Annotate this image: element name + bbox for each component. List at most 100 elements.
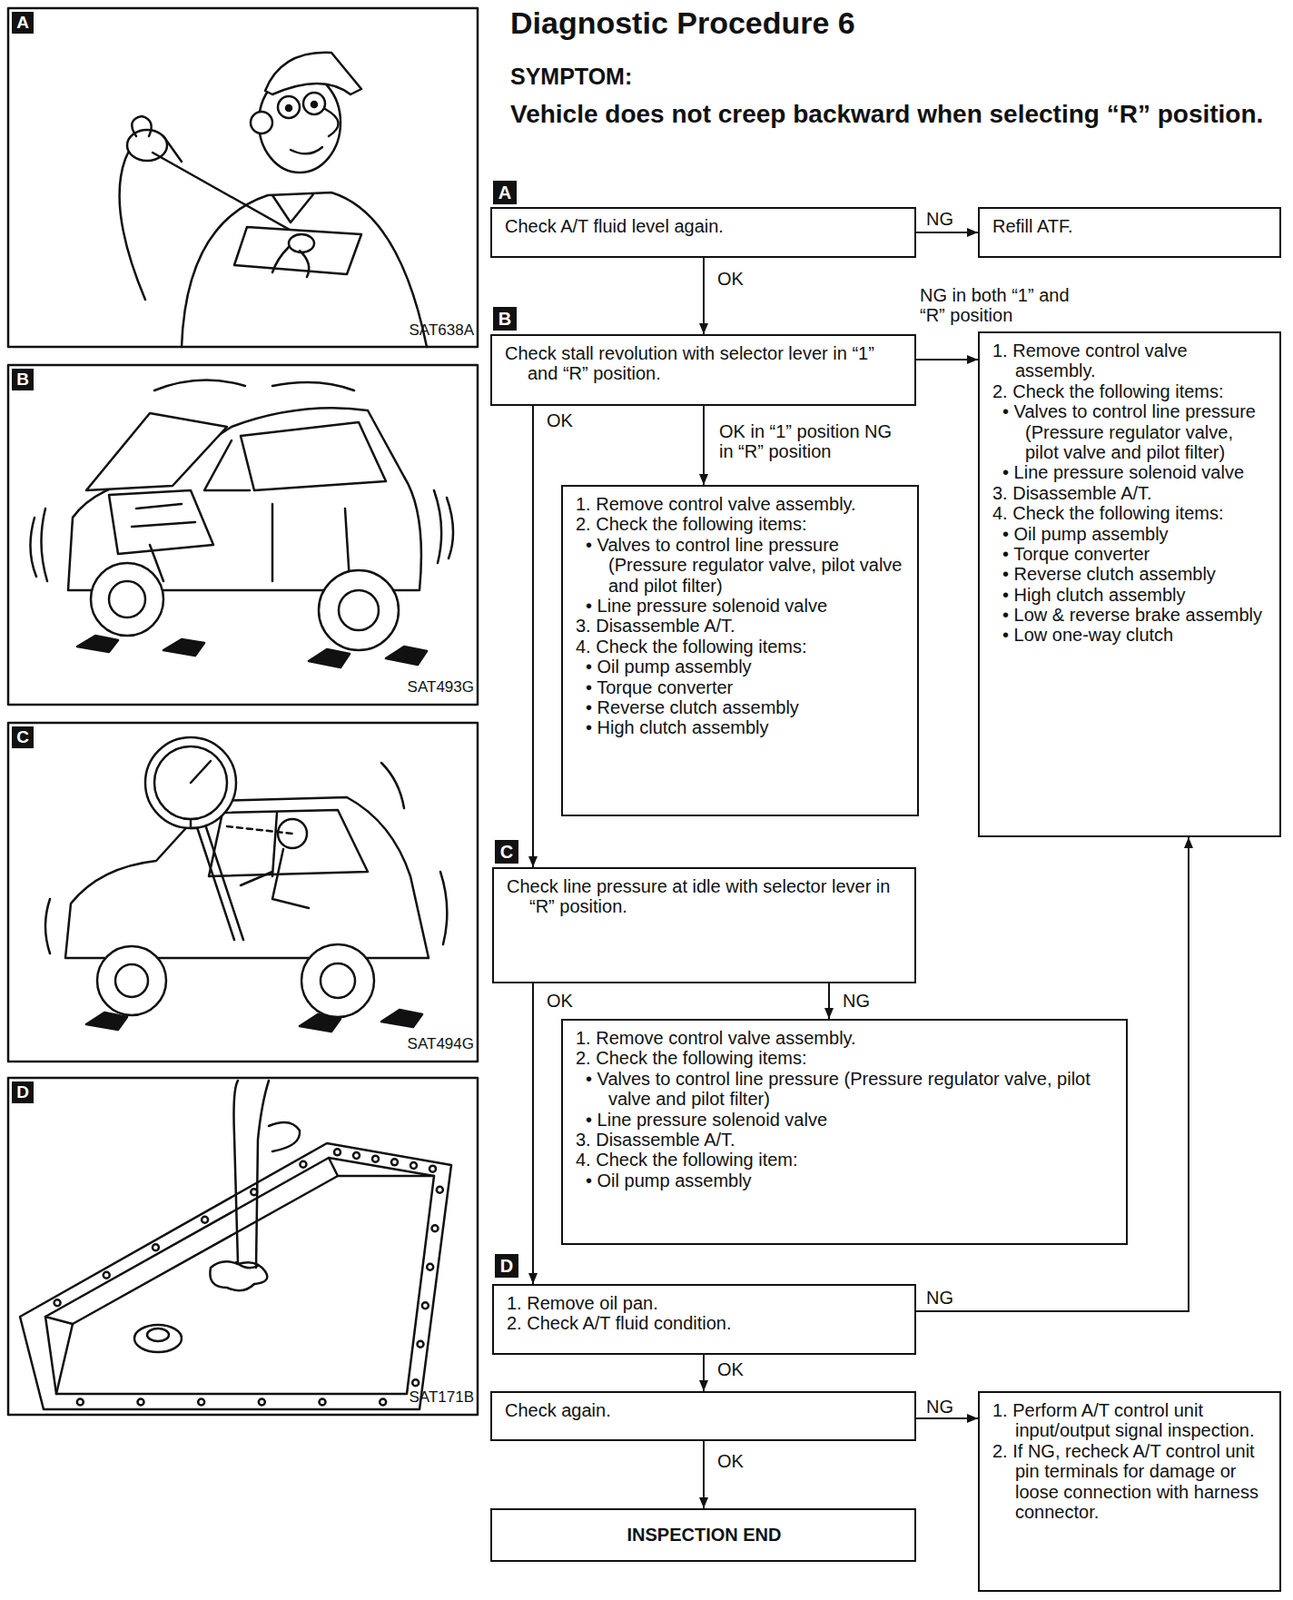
bolt-hole	[319, 1399, 326, 1406]
edge-label: OK	[544, 990, 575, 1011]
mechanic-figure	[286, 105, 292, 111]
car-on-stands	[272, 503, 350, 582]
bolt-hole	[334, 1148, 341, 1155]
process-box: Check stall revolution with selector lev…	[490, 334, 917, 406]
box-text: Check again.	[504, 1400, 904, 1421]
car-on-stands	[240, 422, 386, 491]
mechanic-figure	[311, 101, 317, 108]
box-text: • Valves to control line pressure (Press…	[1002, 401, 1269, 463]
mechanic-figure	[303, 92, 326, 115]
edge-label: NG	[840, 990, 872, 1011]
edge-label: OK	[715, 1450, 746, 1471]
box-text: 1. Remove control valve assembly.	[992, 340, 1269, 382]
car-on-stands	[318, 570, 399, 651]
car-on-stands	[29, 380, 454, 582]
oil-pan	[236, 1262, 258, 1268]
mechanic-figure	[250, 111, 273, 134]
step-letter: B	[493, 306, 517, 331]
figure-code: SAT494G	[381, 1035, 474, 1054]
mechanic-figure	[288, 234, 315, 253]
edge-label: OK in “1” position NG in “R” position	[717, 421, 896, 462]
box-text: 2. Check the following items:	[575, 1047, 1116, 1068]
edge-label: OK	[544, 410, 575, 431]
oil-pan	[234, 1080, 270, 1268]
mechanic-figure	[131, 116, 151, 137]
car-with-pressure-gauge	[320, 963, 356, 998]
bolt-hole	[258, 1399, 266, 1406]
box-text: 1. Perform A/T control unit input/output…	[992, 1400, 1269, 1442]
flow-arrow	[702, 1441, 705, 1509]
box-text: Refill ATF.	[992, 216, 1269, 237]
flow-arrow	[828, 983, 830, 1019]
bolt-hole	[353, 1152, 360, 1159]
oil-pan	[134, 1324, 182, 1353]
bolt-hole	[391, 1158, 398, 1165]
edge-label: NG	[924, 1396, 956, 1417]
oil-pan	[268, 1122, 300, 1152]
car-with-pressure-gauge	[208, 809, 368, 877]
car-on-stands	[90, 562, 164, 636]
flow-arrow	[532, 405, 534, 868]
car-on-stands	[338, 590, 379, 631]
box-text: • Oil pump assembly	[585, 1170, 1116, 1191]
process-box: Refill ATF.	[977, 207, 1282, 258]
box-text: • Oil pump assembly	[585, 656, 907, 677]
panel-frames	[8, 8, 478, 1415]
car-with-pressure-gauge	[195, 821, 235, 940]
car-with-pressure-gauge	[227, 826, 293, 834]
car-with-pressure-gauge	[190, 819, 198, 829]
bolt-hole	[372, 1155, 379, 1163]
step-letter: C	[11, 726, 34, 749]
oil-pan	[45, 1157, 435, 1394]
box-text: 3. Disassemble A/T.	[992, 483, 1269, 504]
title: Diagnostic Procedure 6	[510, 5, 856, 41]
symptom-heading: SYMPTOM:	[510, 63, 783, 90]
bolt-hole	[54, 1299, 61, 1306]
bolt-hole	[201, 1216, 208, 1224]
box-text: • Reverse clutch assembly	[585, 697, 907, 718]
box-text: 2. Check A/T fluid condition.	[506, 1312, 904, 1333]
process-box: 1. Remove oil pan.2. Check A/T fluid con…	[492, 1283, 917, 1355]
box-text: • Torque converter	[1002, 543, 1269, 564]
flow-arrow	[702, 405, 705, 485]
car-with-pressure-gauge	[204, 821, 244, 940]
step-letter: D	[494, 1253, 519, 1278]
box-text: 3. Disassemble A/T.	[575, 1129, 1116, 1150]
box-text: • Valves to control line pressure (Press…	[585, 534, 907, 596]
bolt-hole	[422, 1302, 429, 1309]
box-text: INSPECTION END	[626, 1524, 781, 1545]
box-text: • High clutch assembly	[585, 717, 907, 738]
step-letter: B	[11, 368, 34, 391]
panel-frames	[8, 1077, 478, 1415]
step-letter: C	[494, 839, 519, 864]
car-with-pressure-gauge	[45, 737, 447, 1032]
box-text: 2. Check the following items:	[575, 513, 907, 534]
bolt-hole	[299, 1161, 306, 1168]
mechanic-figure	[234, 227, 362, 275]
edge-label: OK	[715, 268, 746, 289]
panel-frames	[8, 8, 478, 347]
box-text: 1. Remove control valve assembly.	[575, 1027, 1116, 1048]
oil-pan	[45, 1175, 435, 1324]
flow-arrow	[532, 983, 534, 1284]
box-text: • Line pressure solenoid valve	[1002, 462, 1269, 483]
symptom-text: Vehicle does not creep backward when sel…	[510, 98, 1283, 130]
panel-frames	[8, 365, 478, 705]
bolt-hole	[138, 1399, 145, 1406]
process-box: Check again.	[490, 1391, 917, 1442]
bolt-hole	[426, 1263, 434, 1271]
flow-arrow	[702, 1354, 705, 1392]
box-text: • High clutch assembly	[1002, 584, 1269, 605]
bolt-hole	[152, 1243, 159, 1251]
car-on-stands	[108, 581, 146, 618]
box-text: Check stall revolution with selector lev…	[504, 343, 904, 385]
mechanic-figure	[265, 52, 362, 95]
step-letter: A	[493, 180, 517, 205]
car-on-stands	[204, 440, 250, 491]
bolt-hole	[412, 1379, 419, 1386]
panel-frames	[8, 722, 478, 1062]
car-on-stands	[86, 413, 228, 491]
car-with-pressure-gauge	[45, 762, 447, 954]
mechanic-figure	[290, 147, 323, 154]
